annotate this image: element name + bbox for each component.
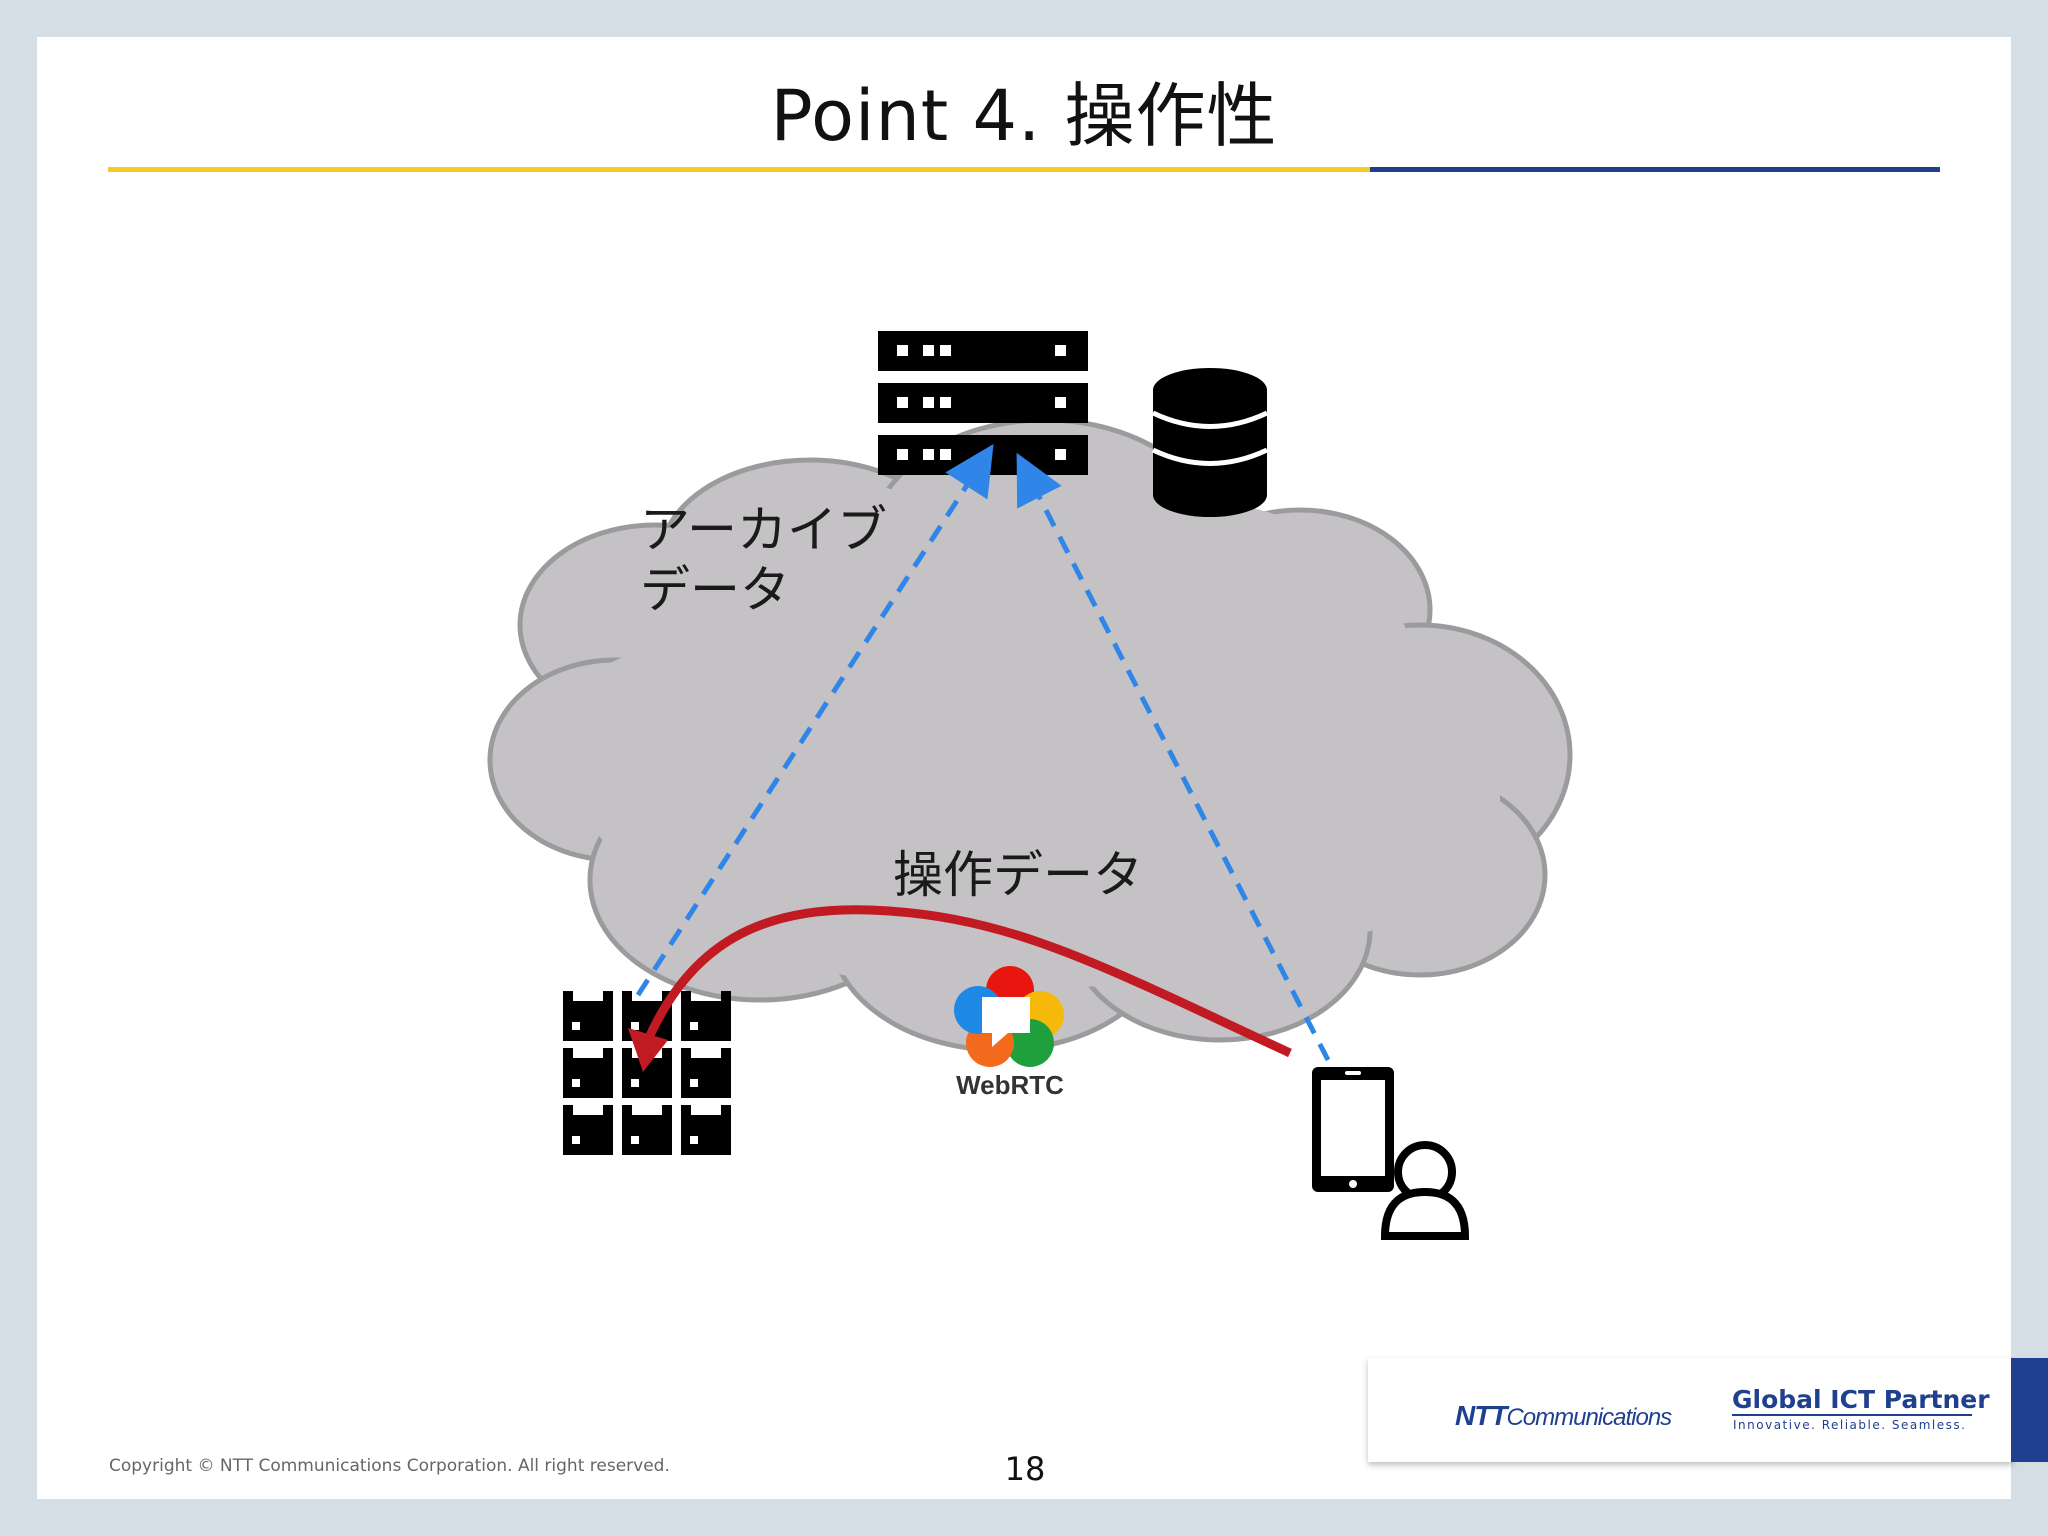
page-number: 18: [1004, 1450, 1046, 1488]
server-icon: [878, 331, 1088, 475]
archive-label-line1: アーカイブ: [640, 501, 887, 559]
database-icon: [1151, 368, 1269, 517]
camera-icon: [563, 991, 613, 1041]
camera-icon: [622, 1048, 672, 1098]
tablet-icon: [1312, 1067, 1394, 1192]
operation-arrow-head: [628, 1028, 668, 1072]
camera-icon: [563, 1048, 613, 1098]
archive-label-line2: データ: [640, 561, 790, 619]
partner-tagline: Innovative. Reliable. Seamless.: [1733, 1418, 1967, 1432]
logo-tab: [2011, 1358, 2048, 1462]
ntt-logo-rest: Communications: [1506, 1404, 1672, 1431]
operation-arrow: [643, 905, 1292, 1058]
operation-data-label: 操作データ: [893, 846, 1143, 904]
archive-arrow-from-user: [1016, 452, 1331, 1062]
camera-icon: [681, 1048, 731, 1098]
ntt-logo-bold: NTT: [1455, 1400, 1507, 1431]
camera-array: [563, 991, 731, 1155]
camera-icon: [622, 1105, 672, 1155]
camera-icon: [681, 991, 731, 1041]
webrtc-label: WebRTC: [956, 1070, 1064, 1100]
camera-icon: [681, 1105, 731, 1155]
logo-panel: [1368, 1358, 2013, 1462]
webrtc-logo-icon: [954, 966, 1064, 1067]
camera-icon: [563, 1105, 613, 1155]
partner-divider: [1732, 1414, 1972, 1416]
camera-icon: [622, 991, 672, 1041]
copyright-text: Copyright © NTT Communications Corporati…: [109, 1456, 670, 1476]
slide-title: Point 4. 操作性: [770, 75, 1278, 157]
ntt-communications-logo: NTTCommunications: [1455, 1400, 1672, 1432]
partner-title: Global ICT Partner: [1732, 1385, 1990, 1414]
title-underline-blue: [1370, 167, 1940, 172]
user-icon: [1380, 1141, 1470, 1240]
archive-arrow-from-cameras: [635, 443, 994, 997]
title-underline-yellow: [108, 167, 1370, 172]
